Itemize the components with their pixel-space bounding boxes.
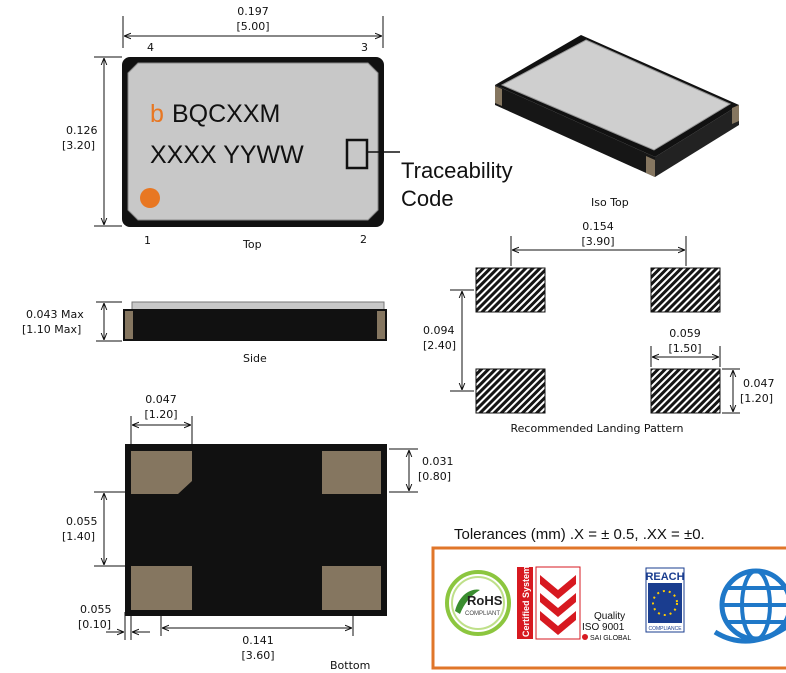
tolerances-note: Tolerances (mm) .X = ± 0.5, .XX = ±0. (454, 526, 705, 543)
top-view: 0.197 [5.00] 0.126 [3.20] b BQCXXM XXXX … (62, 5, 513, 251)
bottom-pad-height-mm: [0.80] (418, 470, 451, 483)
iso-9001-logo: Certified System Quality ISO 9001 SAI GL… (517, 566, 631, 642)
bottom-pad-3 (131, 566, 192, 610)
top-width-mm: [5.00] (236, 20, 269, 33)
rohs-sub-text: COMPLIANT (465, 611, 500, 617)
top-height-in: 0.126 (66, 124, 98, 137)
side-view: 0.043 Max [1.10 Max] Side (22, 301, 387, 365)
side-caption: Side (243, 352, 267, 365)
top-caption: Top (242, 238, 262, 251)
top-height-mm: [3.20] (62, 139, 95, 152)
landing-pad-height-in: 0.047 (743, 377, 775, 390)
bottom-edge-in: 0.055 (80, 603, 112, 616)
bottom-view: 0.047 [1.20] 0.031 [0.80] 0.055 [1.40] 0… (62, 393, 454, 672)
bottom-pad-width-mm: [1.20] (144, 408, 177, 421)
landing-pitch-x-mm: [3.90] (581, 235, 614, 248)
landing-pad-bottom-right (650, 368, 721, 414)
side-height-in: 0.043 Max (26, 308, 84, 321)
globe-icon (713, 568, 786, 644)
landing-pad-height-mm: [1.20] (740, 392, 773, 405)
bottom-caption: Bottom (330, 659, 370, 672)
traceability-label-1: Traceability (401, 158, 513, 183)
iso9001-text: ISO 9001 (582, 622, 625, 633)
landing-pad-top-left (475, 267, 546, 313)
sai-global-text: SAI GLOBAL (590, 635, 631, 642)
landing-pitch-x-in: 0.154 (582, 220, 614, 233)
reach-text: REACH (645, 571, 684, 583)
landing-pitch-y-in: 0.094 (423, 324, 455, 337)
traceability-label-2: Code (401, 186, 454, 211)
bottom-pad-2 (322, 451, 381, 494)
landing-pattern: 0.154 [3.90] 0.094 [2.40] 0.059 [1.50] 0… (423, 220, 775, 435)
bottom-pad-width-in: 0.047 (145, 393, 177, 406)
certified-system-text: Certified System (521, 566, 531, 637)
landing-pad-bottom-left (475, 368, 546, 414)
rohs-text: RoHS (467, 593, 503, 608)
landing-caption: Recommended Landing Pattern (511, 422, 684, 435)
landing-pad-top-right (650, 267, 721, 313)
bottom-edge-mm: [0.10] (78, 618, 111, 631)
pin1-indicator-dot (140, 188, 160, 208)
reach-logo: REACH COMPLIANCE (645, 567, 685, 633)
top-width-in: 0.197 (237, 5, 269, 18)
landing-pad-width-mm: [1.50] (668, 342, 701, 355)
landing-pad-width-in: 0.059 (669, 327, 701, 340)
traceability-box (345, 138, 369, 170)
iso-view: Iso Top (495, 35, 739, 209)
bottom-pad-4 (322, 566, 381, 610)
bottom-pad-height-in: 0.031 (422, 455, 454, 468)
brand-logo-letter: b (150, 100, 164, 128)
package-lid (127, 62, 379, 221)
certifications-panel: RoHS COMPLIANT Certified System Quality … (431, 546, 786, 670)
bottom-pad-1 (131, 451, 192, 494)
bottom-pitch-mm: [3.60] (241, 649, 274, 662)
pin-3-label: 3 (361, 41, 368, 54)
bottom-gap-in: 0.055 (66, 515, 98, 528)
bottom-pitch-in: 0.141 (242, 634, 274, 647)
iso-caption: Iso Top (591, 196, 629, 209)
marking-line-1: BQCXXM (172, 100, 280, 128)
quality-text: Quality (594, 611, 625, 622)
side-height-mm: [1.10 Max] (22, 323, 81, 336)
pin-1-label: 1 (144, 234, 151, 247)
reach-sub-text: COMPLIANCE (648, 626, 682, 632)
bottom-gap-mm: [1.40] (62, 530, 95, 543)
pin-2-label: 2 (360, 233, 367, 246)
pin-4-label: 4 (147, 41, 154, 54)
landing-pitch-y-mm: [2.40] (423, 339, 456, 352)
marking-line-2: XXXX YYWW (150, 141, 304, 169)
rohs-logo: RoHS COMPLIANT (445, 570, 511, 636)
